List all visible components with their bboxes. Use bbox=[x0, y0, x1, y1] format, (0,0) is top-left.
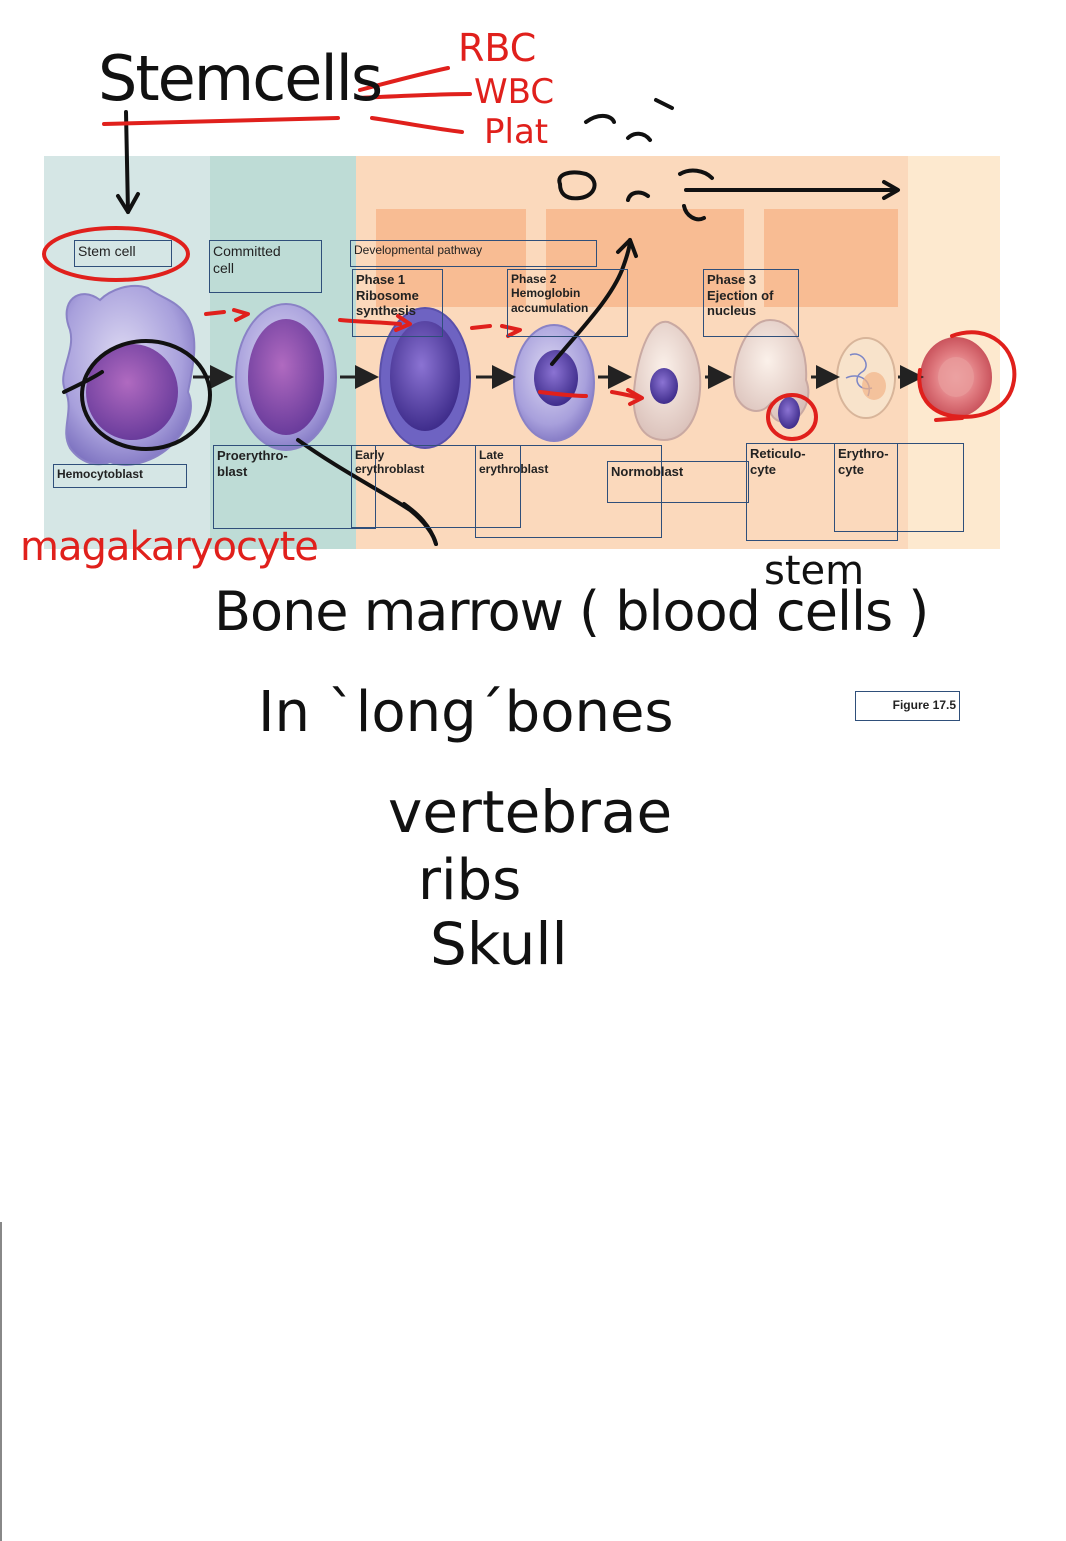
long-bones-note: In `long´bones bbox=[258, 680, 674, 745]
normoblast-label: Normoblast bbox=[607, 461, 749, 503]
megakaryocyte-note: magakaryocyte bbox=[20, 524, 318, 570]
skull-note: Skull bbox=[430, 910, 568, 978]
stem-cell-label: Stem cell bbox=[74, 240, 172, 267]
erythrocyte-label: Erythro- cyte bbox=[834, 443, 964, 532]
wbc-note: WBC bbox=[474, 72, 554, 112]
plat-note: Plat bbox=[484, 112, 548, 152]
proerythroblast-nucleus bbox=[248, 319, 324, 435]
committed-cell-label: Committed cell bbox=[209, 240, 322, 293]
hemocytoblast-label: Hemocytoblast bbox=[53, 464, 187, 488]
bone-marrow-note: Bone marrow ( blood cells ) bbox=[214, 580, 928, 643]
ejected-nucleus bbox=[778, 397, 800, 429]
page-edge-line bbox=[0, 1222, 2, 1541]
early-erythroblast-nucleus bbox=[390, 321, 460, 431]
erythrocyte-center bbox=[862, 372, 886, 400]
normoblast-nucleus bbox=[650, 368, 678, 404]
vertebrae-note: vertebrae bbox=[388, 778, 672, 846]
phase3-label: Phase 3 Ejection of nucleus bbox=[703, 269, 799, 337]
developmental-pathway-label: Developmental pathway bbox=[350, 240, 597, 267]
ribs-note: ribs bbox=[418, 848, 521, 913]
stem-cells-note: Stemcells bbox=[98, 42, 381, 115]
rbc-note: RBC bbox=[458, 26, 536, 70]
phase2-label: Phase 2 Hemoglobin accumulation bbox=[507, 269, 628, 337]
phase1-label: Phase 1 Ribosome synthesis bbox=[352, 269, 443, 337]
figure-caption: Figure 17.5 bbox=[855, 691, 960, 721]
mature-rbc-center bbox=[938, 357, 974, 397]
